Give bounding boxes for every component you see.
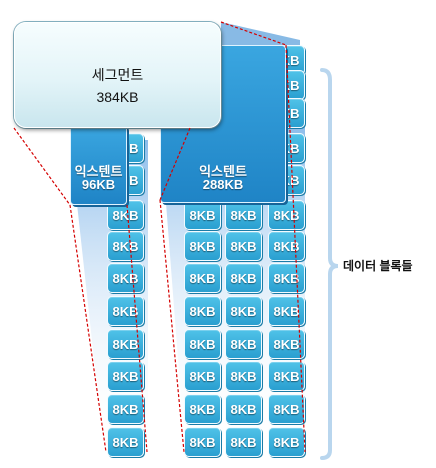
data-block: 8KB xyxy=(268,200,305,230)
data-block: 8KB xyxy=(225,427,262,457)
segment-box: 세그먼트 384KB xyxy=(14,22,221,128)
data-block: 8KB xyxy=(184,296,221,326)
data-block: 8KB xyxy=(184,231,221,261)
data-block: 8KB xyxy=(107,427,144,457)
data-blocks-bracket xyxy=(320,68,339,460)
data-block: 8KB xyxy=(225,200,262,230)
data-block-label: 8KB xyxy=(273,207,300,223)
dashed-line-extent96-left xyxy=(69,204,107,453)
data-block-label: 8KB xyxy=(112,303,139,319)
data-block-label: 8KB xyxy=(189,368,216,384)
data-block: 8KB xyxy=(268,394,305,424)
data-block-label: 8KB xyxy=(273,238,300,254)
dashed-line-extent96-right xyxy=(126,204,148,453)
extent-96kb-size: 96KB xyxy=(81,177,116,192)
data-block-label: 8KB xyxy=(273,270,300,286)
data-block-label: 8KB xyxy=(230,336,257,352)
data-block-label: 8KB xyxy=(189,238,216,254)
data-block-label: 8KB xyxy=(230,270,257,286)
data-block-label: 8KB xyxy=(230,368,257,384)
data-block: 8KB xyxy=(184,361,221,391)
segment-name: 세그먼트 xyxy=(91,67,144,83)
extent-288kb-name: 익스텐트 xyxy=(199,164,247,179)
data-block-label: 8KB xyxy=(230,303,257,319)
data-block: 8KB xyxy=(268,329,305,359)
data-block-label: 8KB xyxy=(230,207,257,223)
data-block: 8KB xyxy=(107,329,144,359)
data-block: 8KB xyxy=(268,263,305,293)
data-block-label: 8KB xyxy=(112,238,139,254)
extent-288kb-size: 288KB xyxy=(202,177,244,192)
dashed-line-extent288-right xyxy=(285,44,306,453)
data-block-label: 8KB xyxy=(230,238,257,254)
data-block-label: 8KB xyxy=(273,303,300,319)
data-block: 8KB xyxy=(107,296,144,326)
data-block: 8KB xyxy=(225,329,262,359)
data-block: 8KB xyxy=(268,361,305,391)
data-block: 8KB xyxy=(107,231,144,261)
data-block: 8KB xyxy=(225,394,262,424)
data-block: 8KB xyxy=(107,394,144,424)
segment-size: 384KB xyxy=(96,89,139,105)
data-block: 8KB xyxy=(184,394,221,424)
data-block: 8KB xyxy=(184,329,221,359)
data-block: 8KB xyxy=(225,361,262,391)
data-block: 8KB xyxy=(184,263,221,293)
data-block-label: 8KB xyxy=(273,336,300,352)
data-block-label: 8KB xyxy=(273,434,300,450)
data-block-label: 8KB xyxy=(112,336,139,352)
data-block: 8KB xyxy=(225,296,262,326)
data-block: 8KB xyxy=(107,263,144,293)
extent-96kb-name: 익스텐트 xyxy=(74,164,123,179)
dashed-line-segment-mid xyxy=(159,127,191,201)
data-blocks-label: 데이터 블록들 xyxy=(343,259,413,273)
data-block: 8KB xyxy=(225,231,262,261)
data-block-label: 8KB xyxy=(112,434,139,450)
data-block-label: 8KB xyxy=(189,270,216,286)
data-block-label: 8KB xyxy=(112,207,139,223)
data-block-label: 8KB xyxy=(189,207,216,223)
dashed-line-extent288-left xyxy=(159,199,185,453)
data-block-label: 8KB xyxy=(230,434,257,450)
data-block: 8KB xyxy=(184,200,221,230)
data-block-label: 8KB xyxy=(112,270,139,286)
data-block-label: 8KB xyxy=(189,303,216,319)
data-block-label: 8KB xyxy=(112,368,139,384)
data-block-label: 8KB xyxy=(189,336,216,352)
data-block-label: 8KB xyxy=(112,401,139,417)
data-block-label: 8KB xyxy=(189,434,216,450)
dashed-line-segment-top xyxy=(220,21,287,46)
data-block-label: 8KB xyxy=(273,368,300,384)
data-block: 8KB xyxy=(107,361,144,391)
data-block-label: 8KB xyxy=(189,401,216,417)
data-block-label: 8KB xyxy=(230,401,257,417)
data-block: 8KB xyxy=(107,200,144,230)
dashed-line-segment-left xyxy=(13,127,71,206)
data-block: 8KB xyxy=(184,427,221,457)
data-block-label: 8KB xyxy=(273,401,300,417)
extent-96kb: 익스텐트 96KB xyxy=(70,125,127,205)
data-block: 8KB xyxy=(225,263,262,293)
data-block: 8KB xyxy=(268,231,305,261)
